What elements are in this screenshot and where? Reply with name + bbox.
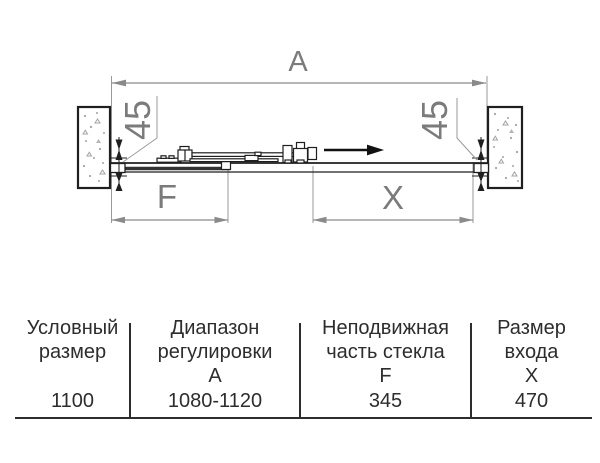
column-title-line1: Неподвижная: [322, 317, 449, 339]
dim-45-left-arrows-bottom: [115, 173, 123, 191]
dim-x-arrow-right: [459, 216, 473, 224]
dim-a-label: A: [288, 46, 308, 78]
dimension-45-left: 45: [115, 96, 158, 191]
spec-column-nominal-size: Условный размер 1100: [15, 316, 130, 414]
table-bottom-rule: [15, 417, 592, 419]
column-letter: А: [208, 365, 222, 387]
dim-f-arrow-left: [111, 216, 125, 224]
column-title-line1: Диапазон: [170, 317, 260, 339]
dim-x-arrow-left: [313, 216, 327, 224]
table-separator-1: [129, 323, 131, 418]
left-wall-hatch-speckles: [82, 112, 106, 182]
dimension-f: F: [111, 178, 228, 224]
spec-column-adjustment-range: Диапазон регулировки А 1080-1120: [130, 316, 300, 414]
dim-45-left-arrows-top: [115, 139, 123, 160]
dimension-a: A: [112, 46, 486, 87]
table-separator-3: [470, 323, 472, 418]
dim-45-right-arrows-bottom: [477, 173, 485, 191]
roller-mechanism: [156, 141, 318, 164]
column-letter: Х: [524, 365, 539, 387]
column-title-line2: регулировки: [157, 341, 273, 363]
column-title-line2: размер: [38, 341, 107, 363]
dim-x-label: X: [382, 179, 404, 216]
slide-direction-arrow: [324, 144, 384, 156]
column-title-line2: часть стекла: [326, 341, 445, 363]
left-wall: [76, 105, 112, 190]
column-title-line1: Условный: [26, 317, 119, 339]
column-value: 345: [368, 390, 403, 412]
column-value: 1080-1120: [167, 390, 263, 412]
column-value: 470: [514, 390, 549, 412]
right-wall: [486, 105, 524, 190]
column-letter: F: [379, 365, 392, 387]
dim-45-left-label: 45: [117, 100, 158, 140]
dim-a-arrow-right: [472, 79, 486, 87]
column-title-line1: Размер: [497, 317, 566, 339]
dimension-x: X: [313, 179, 473, 224]
dim-a-arrow-left: [112, 79, 126, 87]
spec-table: Условный размер 1100 Диапазон регулировк…: [0, 314, 600, 444]
spec-column-entry-size: Размер входа Х 470: [471, 316, 592, 414]
dim-45-right-label: 45: [414, 100, 455, 140]
dim-45-right-arrows-top: [477, 139, 485, 160]
column-value: 1100: [50, 390, 94, 412]
technical-drawing: A F X 45 45: [76, 46, 524, 224]
right-wall-hatch-speckles: [492, 112, 519, 182]
dimension-45-right: 45: [414, 98, 485, 191]
dim-f-arrow-right: [214, 216, 228, 224]
column-letter: [15, 364, 130, 388]
column-title-line2: входа: [504, 341, 559, 363]
spec-column-fixed-glass-part: Неподвижная часть стекла F 345: [300, 316, 471, 414]
dim-f-label: F: [157, 178, 177, 215]
table-separator-2: [299, 323, 301, 418]
